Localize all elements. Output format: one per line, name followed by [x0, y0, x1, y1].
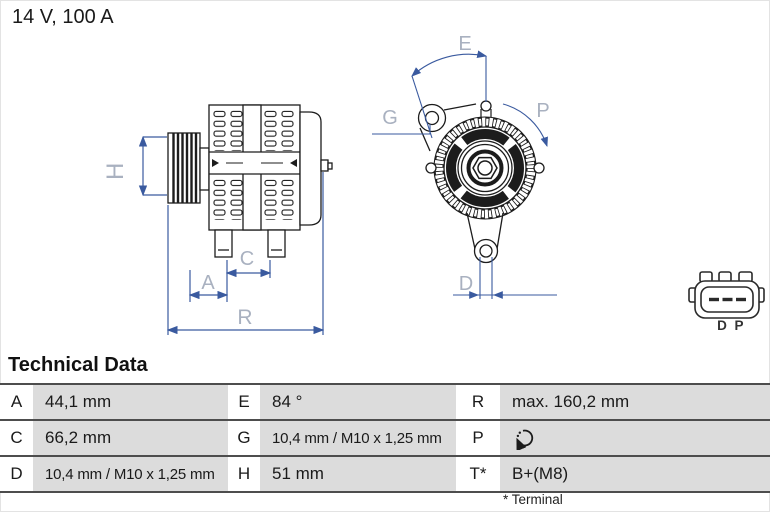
- dim-key: R: [456, 385, 500, 419]
- dim-label-h: H: [102, 163, 129, 180]
- dim-key: P: [456, 421, 500, 455]
- dim-value: 44,1 mm: [33, 385, 228, 419]
- dim-key: A: [0, 385, 33, 419]
- connector-drawing: D P: [688, 271, 765, 333]
- dim-key: C: [0, 421, 33, 455]
- dim-value: 51 mm: [260, 457, 456, 491]
- dim-label-e: E: [458, 33, 471, 55]
- dim-value: B+(M8): [500, 457, 770, 491]
- side-view-drawing: H A C R: [102, 104, 333, 335]
- dim-value: 66,2 mm: [33, 421, 228, 455]
- connector-label-p: P: [734, 318, 743, 333]
- table-row: D 10,4 mm / M10 x 1,25 mm H 51 mm T* B+(…: [0, 455, 770, 491]
- dim-key: D: [0, 457, 33, 491]
- side-view-body: [167, 104, 333, 258]
- dim-key: G: [228, 421, 260, 455]
- side-view-dimensions: [138, 135, 325, 335]
- dim-key: H: [228, 457, 260, 491]
- front-view-body: [417, 100, 545, 264]
- rotation-direction-icon: [516, 429, 534, 450]
- rating-title: 14 V, 100 A: [12, 6, 114, 28]
- dim-value: max. 160,2 mm: [500, 385, 770, 419]
- dim-value: 10,4 mm / M10 x 1,25 mm: [33, 457, 228, 491]
- dim-label-p: P: [536, 100, 549, 122]
- dim-value-rotation: [500, 421, 770, 455]
- dim-value: 10,4 mm / M10 x 1,25 mm: [260, 421, 456, 455]
- dim-label-r: R: [237, 306, 252, 329]
- technical-data-table: A 44,1 mm E 84 ° R max. 160,2 mm C 66,2 …: [0, 383, 770, 493]
- table-row: C 66,2 mm G 10,4 mm / M10 x 1,25 mm P: [0, 419, 770, 455]
- dim-key: T*: [456, 457, 500, 491]
- dim-value: 84 °: [260, 385, 456, 419]
- technical-data-heading: Technical Data: [8, 354, 148, 376]
- table-row: A 44,1 mm E 84 ° R max. 160,2 mm: [0, 385, 770, 419]
- front-view-dimensions: [372, 50, 557, 299]
- dim-label-d: D: [459, 273, 473, 295]
- dim-label-c: C: [240, 248, 254, 270]
- front-view-drawing: E G P D: [372, 33, 557, 299]
- dim-key: E: [228, 385, 260, 419]
- dim-label-a: A: [201, 272, 215, 294]
- dim-label-g: G: [382, 107, 398, 129]
- terminal-footnote: * Terminal: [503, 492, 563, 507]
- connector-label-d: D: [717, 318, 727, 333]
- connector-plug: [688, 271, 765, 319]
